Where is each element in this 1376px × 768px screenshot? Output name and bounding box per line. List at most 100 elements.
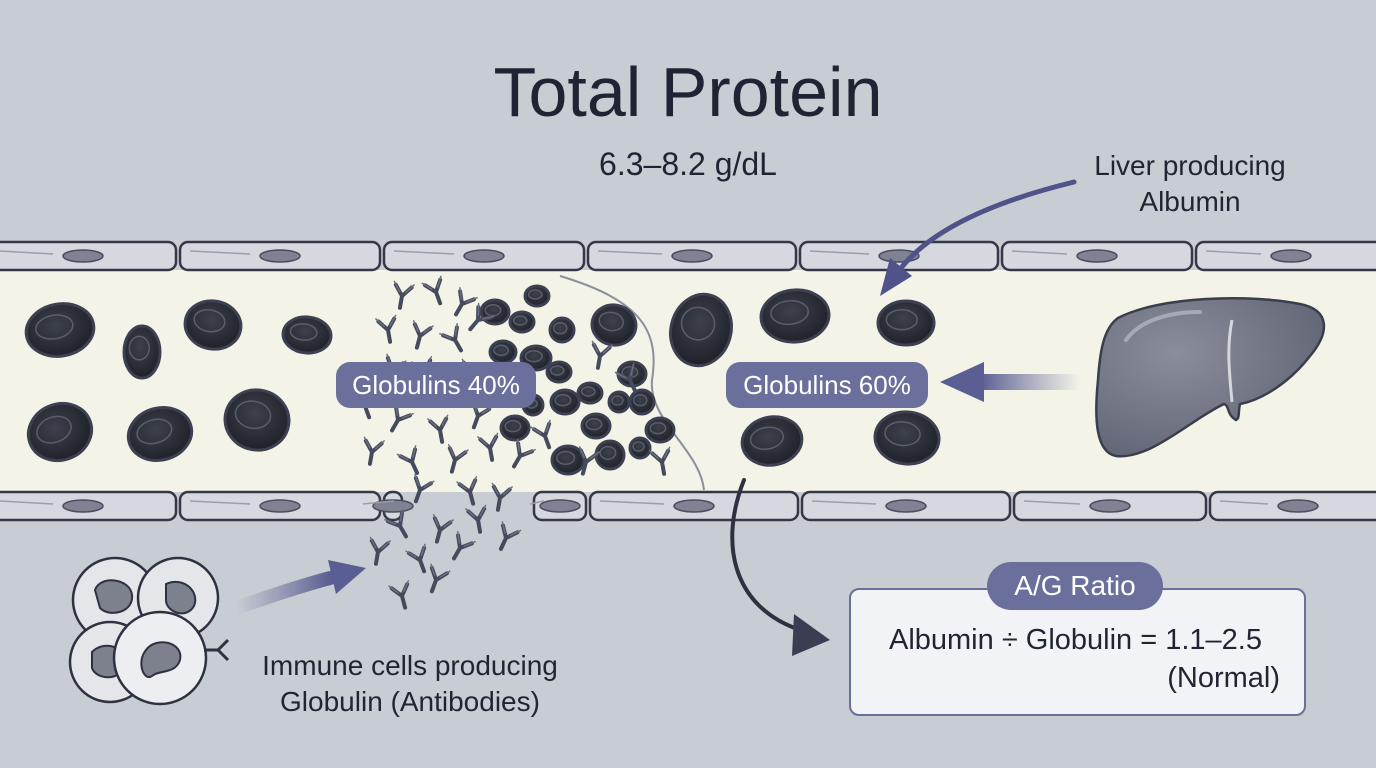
wall-cell-texture	[597, 250, 663, 255]
wall-cell-texture	[529, 500, 545, 505]
wall-cell-nucleus	[1270, 249, 1312, 263]
ag-ratio-formula: Albumin ÷ Globulin = 1.1–2.5	[888, 624, 1262, 656]
wall-cell-texture	[1205, 250, 1262, 255]
red-blood-cell-highlight	[554, 394, 572, 407]
antibody-icon	[429, 563, 451, 594]
immune-cells-label: Immune cells producing Globulin (Antibod…	[210, 648, 610, 720]
ag-ratio-normal: (Normal)	[1167, 662, 1280, 694]
antibody-icon	[512, 438, 536, 469]
antibody-icon	[591, 340, 613, 370]
wall-cell-nucleus	[259, 499, 301, 513]
wall-cell-nucleus	[372, 499, 414, 513]
antibody-icon	[413, 473, 435, 504]
red-blood-cell-highlight	[649, 422, 667, 435]
liver-label: Liver producing Albumin	[1040, 148, 1340, 220]
antibody-icon	[375, 314, 397, 344]
red-blood-cell-highlight	[527, 289, 543, 300]
antibody-icon	[465, 504, 487, 534]
vessel-wall-top	[0, 240, 1376, 272]
wall-cell-nucleus	[671, 249, 713, 263]
red-blood-cell-highlight	[552, 322, 568, 335]
wall-cell-nucleus	[1277, 499, 1319, 513]
reference-range: 6.3–8.2 g/dL	[599, 146, 777, 182]
globulins-left-badge: Globulins 40%	[336, 362, 536, 408]
red-blood-cell-highlight	[193, 309, 226, 333]
wall-cell-texture	[1023, 500, 1081, 505]
antibody-icon	[396, 445, 420, 475]
wall-cell-nucleus	[62, 499, 104, 513]
red-blood-cell-highlight	[632, 394, 648, 407]
wall-cell-texture	[1219, 500, 1269, 505]
globulins-right-badge: Globulins 60%	[726, 362, 928, 408]
red-blood-cell-highlight	[136, 418, 173, 445]
red-blood-cell-highlight	[234, 400, 272, 430]
antibody-icon	[388, 580, 410, 610]
antibodies	[350, 275, 671, 610]
red-blood-cell-highlight	[885, 309, 918, 331]
red-blood-cell-highlight	[128, 335, 150, 361]
red-blood-cell-highlight	[611, 395, 624, 406]
wall-cell-texture	[599, 500, 665, 505]
antibody-icon	[454, 286, 478, 317]
antibody-icon	[439, 322, 463, 353]
red-blood-cell-highlight	[580, 386, 596, 397]
red-blood-cell-highlight	[35, 314, 74, 340]
antibody-icon	[530, 419, 552, 450]
red-blood-cell-highlight	[289, 323, 318, 341]
wall-cell-nucleus	[62, 249, 104, 263]
antibody-icon	[491, 482, 513, 512]
antibody-icon	[412, 320, 434, 350]
antibody-icon	[649, 446, 671, 476]
red-blood-cell-highlight	[585, 418, 603, 431]
red-blood-cell-highlight	[549, 365, 565, 376]
red-blood-cell	[740, 415, 804, 467]
immune-label-line-2: Globulin (Antibodies)	[280, 686, 540, 717]
red-blood-cell-highlight	[556, 450, 576, 465]
antibody-icon	[498, 521, 522, 551]
red-blood-cell-highlight	[36, 415, 72, 444]
wall-cell-nucleus	[885, 499, 927, 513]
wall-cell-nucleus	[1076, 249, 1118, 263]
wall-cell-texture	[362, 500, 395, 505]
wall-cell-nucleus	[259, 249, 301, 263]
red-blood-cell	[24, 302, 96, 358]
antibody-icon	[432, 514, 454, 544]
wall-cell-texture	[809, 250, 870, 255]
antibody-icon	[421, 275, 443, 306]
liver-label-line-1: Liver producing	[1094, 150, 1286, 181]
wall-cell-texture	[0, 500, 54, 505]
antibody-icon	[456, 476, 478, 506]
wall-cell-nucleus	[1089, 499, 1131, 513]
red-blood-cell	[759, 288, 831, 344]
wall-cell-texture	[0, 250, 54, 255]
red-blood-cell-highlight	[524, 350, 543, 363]
albumin-flow-arrow-icon	[940, 362, 1080, 402]
wall-cell-texture	[393, 250, 455, 255]
liver-arrow-icon	[880, 179, 1077, 296]
red-blood-cell-highlight	[749, 426, 785, 451]
antibody-icon	[578, 446, 600, 476]
ag-ratio-title: A/G Ratio	[987, 562, 1163, 610]
ratio-arrow-icon	[730, 478, 830, 656]
antibody-icon	[363, 436, 385, 466]
red-blood-cell-highlight	[512, 315, 528, 326]
red-blood-cell	[183, 299, 243, 351]
red-blood-cell-highlight	[632, 441, 645, 452]
boundary-line	[559, 275, 705, 491]
red-blood-cell-highlight	[493, 344, 509, 357]
antibody-icon	[452, 530, 476, 561]
wall-cell-nucleus	[673, 499, 715, 513]
globulin-flow-arrow-icon	[229, 560, 366, 615]
red-blood-cell-highlight	[680, 306, 716, 341]
antibody-icon	[390, 402, 414, 433]
wall-cell-texture	[189, 500, 251, 505]
wall-cell-texture	[1011, 250, 1068, 255]
antibody-icon	[384, 508, 408, 539]
red-blood-cell-highlight	[598, 311, 625, 332]
red-blood-cell	[126, 406, 194, 462]
antibody-icon	[427, 414, 449, 444]
liver-icon	[1095, 296, 1326, 458]
vessel-wall-bottom	[0, 490, 1376, 522]
red-blood-cell-highlight	[884, 421, 921, 447]
